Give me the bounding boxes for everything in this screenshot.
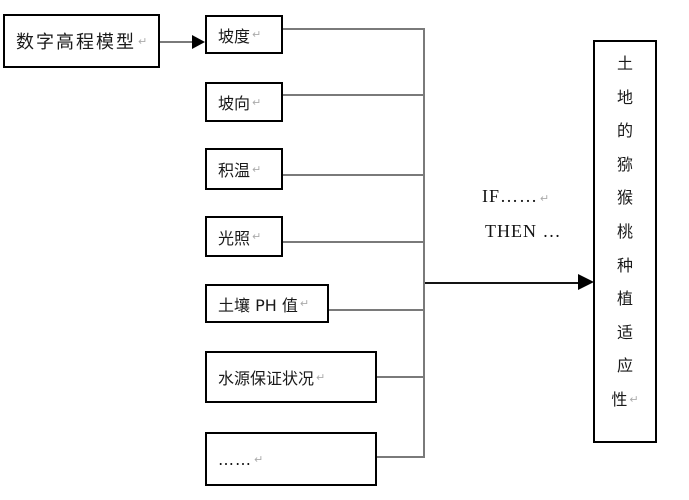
dem-box: 数字高程模型 ↵ xyxy=(3,14,160,68)
dem-box-label: 数字高程模型 xyxy=(16,32,136,53)
connector-line-slope xyxy=(283,28,425,30)
rule-if-label: IF…… xyxy=(482,186,539,206)
result-char-glyph: 适 xyxy=(616,322,633,342)
factor-box-slope: 坡度 ↵ xyxy=(205,15,283,54)
paragraph-mark-icon: ↵ xyxy=(252,95,262,109)
paragraph-mark-icon: ↵ xyxy=(540,193,550,205)
rule-then-text: THEN … xyxy=(485,221,562,242)
connector-line-aspect xyxy=(283,94,425,96)
connector-line-accumulated-temperature xyxy=(283,174,425,176)
result-char-glyph: 土 xyxy=(616,54,633,73)
result-char-glyph: 猕 xyxy=(616,154,633,174)
factor-label: 水源保证状况 xyxy=(218,369,315,388)
result-char: 性↵ xyxy=(611,383,638,417)
dem-arrow-line xyxy=(160,41,194,43)
connector-line-soil-ph xyxy=(329,309,425,311)
paragraph-mark-icon: ↵ xyxy=(299,297,310,310)
result-char: 桃 xyxy=(617,215,633,249)
result-char-glyph: 性 xyxy=(611,389,628,409)
paragraph-mark-icon: ↵ xyxy=(254,452,264,466)
trunk-vertical-line xyxy=(423,28,425,458)
result-char: 适 xyxy=(617,316,633,350)
result-char: 地 xyxy=(617,81,633,115)
result-char-glyph: 应 xyxy=(616,356,633,376)
paragraph-mark-icon: ↵ xyxy=(138,34,148,48)
connector-line-ellipsis xyxy=(377,456,425,458)
factor-box-ellipsis: …… ↵ xyxy=(205,432,377,486)
paragraph-mark-icon: ↵ xyxy=(629,392,639,406)
factor-box-water-supply: 水源保证状况 ↵ xyxy=(205,351,377,403)
connector-line-illumination xyxy=(283,241,425,243)
factor-label: 坡向 xyxy=(218,94,251,113)
factor-label: 光照 xyxy=(218,228,251,248)
factor-box-accumulated-temperature: 积温 ↵ xyxy=(205,148,283,190)
paragraph-mark-icon: ↵ xyxy=(252,28,262,41)
result-char: 应 xyxy=(617,349,633,383)
connector-line-water-supply xyxy=(377,376,425,378)
paragraph-mark-icon: ↵ xyxy=(252,162,262,176)
result-char: 猴 xyxy=(617,181,633,215)
main-arrowhead-icon xyxy=(578,274,594,290)
main-arrow-line xyxy=(425,282,580,284)
factor-label: 坡度 xyxy=(218,26,251,46)
factor-label: …… xyxy=(218,449,252,469)
factor-box-illumination: 光照 ↵ xyxy=(205,216,283,257)
result-char: 种 xyxy=(617,249,633,283)
result-char: 的 xyxy=(617,114,633,148)
result-char-glyph: 桃 xyxy=(616,221,633,241)
rule-if-text: IF……↵ xyxy=(482,186,549,207)
result-char-glyph: 种 xyxy=(616,255,633,275)
result-box-kiwi-suitability: 土 地 的 猕 猴 桃 种 植 适 应 性↵ xyxy=(593,40,657,443)
result-char-glyph: 猴 xyxy=(616,188,633,208)
result-char: 猕 xyxy=(617,148,633,182)
dem-arrowhead-icon xyxy=(192,35,205,49)
factor-box-soil-ph: 土壤 PH 值 ↵ xyxy=(205,284,329,323)
paragraph-mark-icon: ↵ xyxy=(316,370,326,384)
result-char: 植 xyxy=(617,282,633,316)
result-char: 土 xyxy=(617,47,633,81)
result-char-glyph: 的 xyxy=(616,121,633,141)
factor-label: 积温 xyxy=(218,161,251,180)
factor-box-aspect: 坡向 ↵ xyxy=(205,82,283,122)
factor-label: 土壤 PH 值 xyxy=(218,295,298,315)
rule-then-label: THEN … xyxy=(485,221,562,241)
paragraph-mark-icon: ↵ xyxy=(252,230,262,243)
result-char-glyph: 植 xyxy=(616,289,633,309)
result-char-glyph: 地 xyxy=(616,87,633,107)
